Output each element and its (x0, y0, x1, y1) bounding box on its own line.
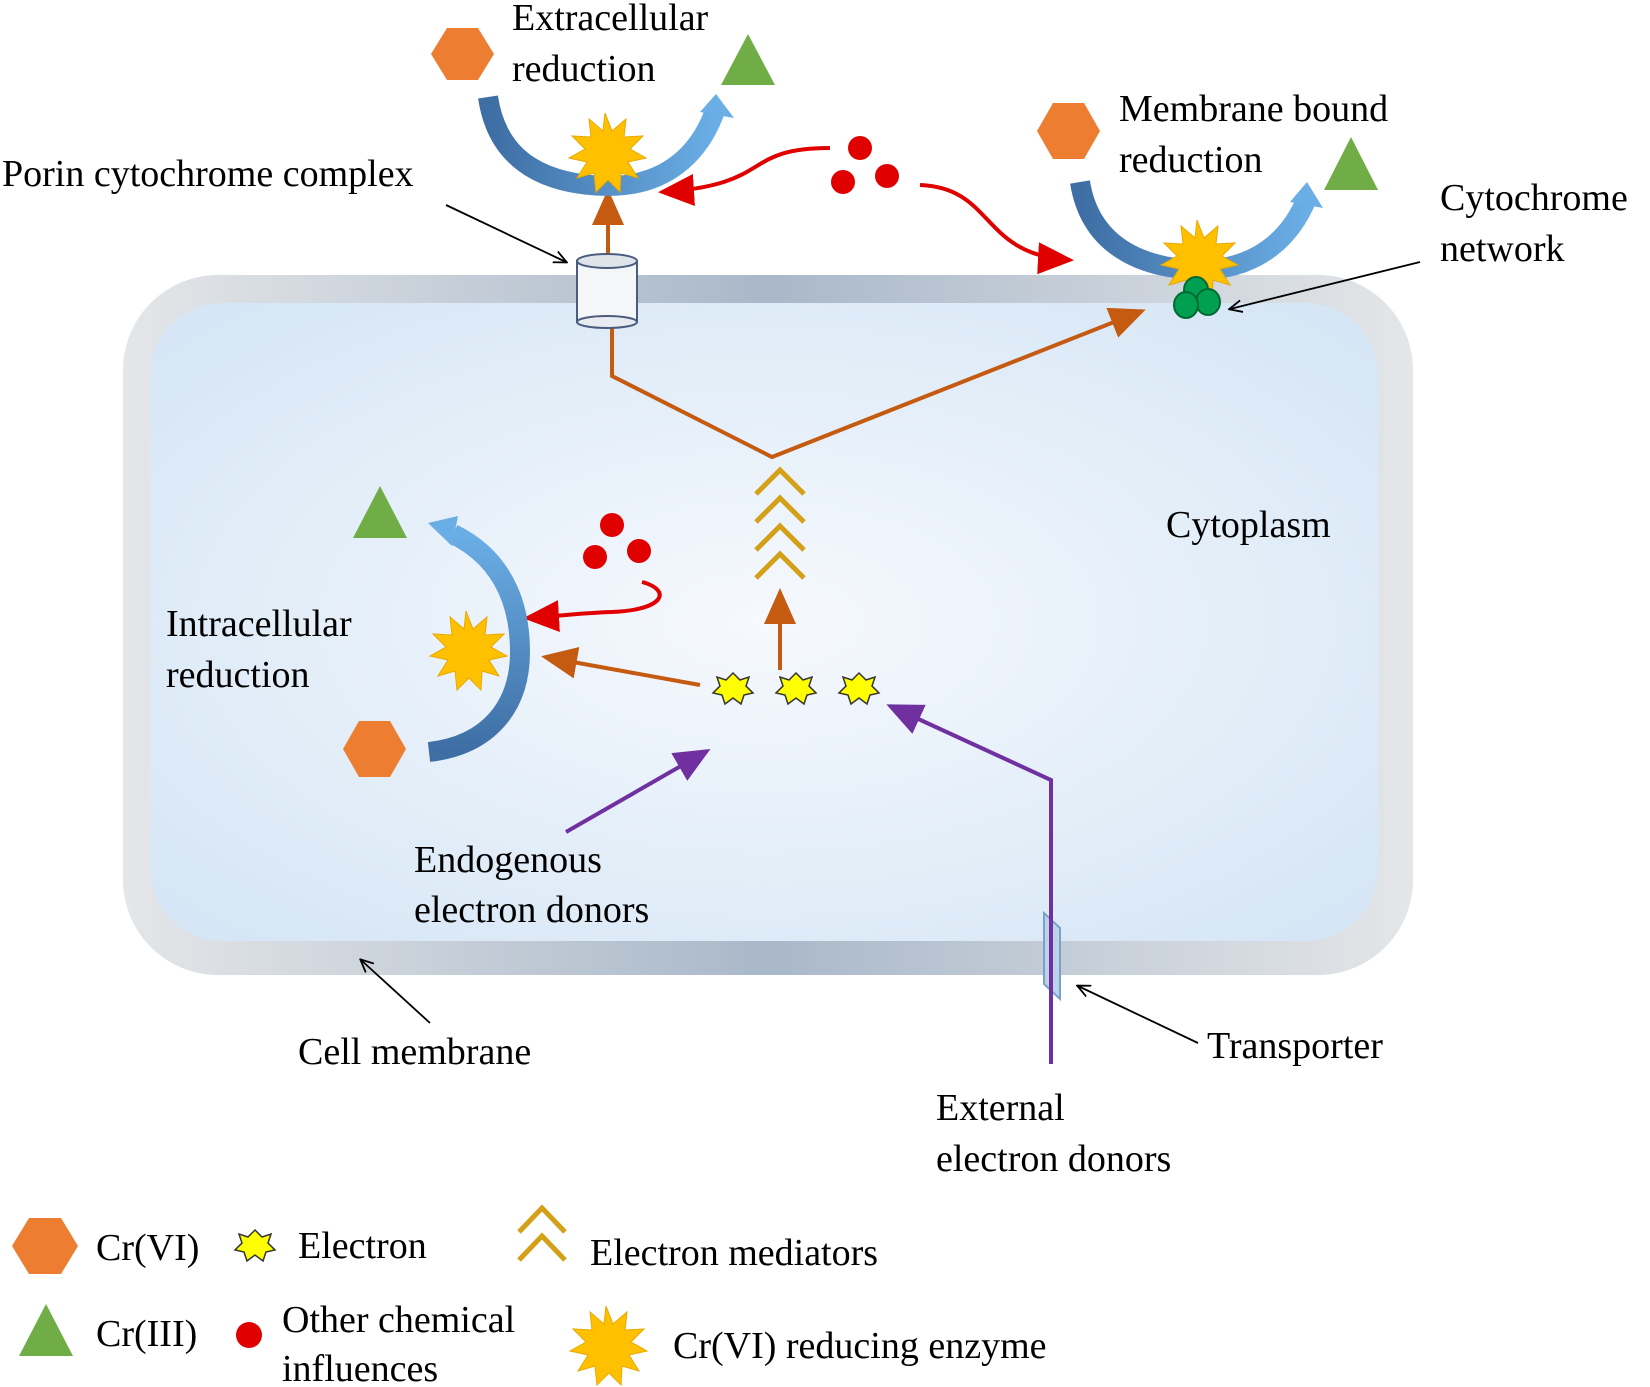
cr3-membrane-icon (1324, 137, 1378, 190)
porin-cytochrome-complex-icon (576, 253, 638, 329)
legend-enzyme-label: Cr(VI) reducing enzyme (673, 1325, 1047, 1367)
chemical-to-extracellular-arrow (658, 146, 831, 206)
cr6-intracellular-icon (343, 721, 406, 777)
electron-icon-3 (837, 671, 881, 706)
enzyme-extracellular-icon (567, 112, 648, 194)
external-label-1: External (936, 1087, 1065, 1129)
membrane-bound-label-2: reduction (1119, 139, 1263, 181)
electron-mediators-icon (754, 466, 806, 580)
legend-cr6-icon (12, 1218, 78, 1274)
chemical-to-membrane-arrow (919, 183, 1074, 275)
membrane-bound-label-1: Membrane bound (1119, 88, 1388, 130)
legend-cr3-icon (19, 1304, 73, 1356)
legend-other-label-1: Other chemical (282, 1299, 515, 1341)
transporter-pointer-arrow (1078, 986, 1199, 1044)
intracellular-arc-arrowhead (428, 516, 458, 546)
legend: Cr(VI) Electron Electron mediators Cr(II… (12, 1204, 1047, 1387)
extracellular-reduction-arc (478, 95, 726, 197)
intracellular-label-2: reduction (166, 654, 310, 696)
cr6-extracellular-icon (431, 28, 494, 80)
chemical-to-intracellular-arrow (523, 580, 662, 633)
chemical-influences-top (831, 136, 899, 194)
legend-electron-icon (233, 1228, 277, 1263)
cytochrome-label-1: Cytochrome (1440, 177, 1628, 219)
legend-cr3-label: Cr(III) (96, 1313, 197, 1355)
electron-icon-2 (774, 671, 818, 706)
legend-chemical-icon (236, 1322, 262, 1348)
legend-other-label-2: influences (282, 1348, 438, 1387)
external-label-2: electron donors (936, 1138, 1171, 1180)
extracellular-label-1: Extracellular (512, 0, 709, 39)
cell-membrane-pointer-arrow (361, 960, 431, 1024)
intracellular-label-1: Intracellular (166, 603, 352, 645)
transporter-label: Transporter (1207, 1025, 1383, 1067)
enzyme-intracellular-icon (428, 610, 509, 692)
chemical-influences-intracellular (583, 513, 651, 569)
endogenous-label-2: electron donors (414, 889, 649, 931)
legend-mediators-label: Electron mediators (590, 1232, 878, 1274)
electron-to-intracellular-arrow (541, 646, 701, 687)
cytoplasm-label: Cytoplasm (1166, 504, 1331, 546)
porin-label: Porin cytochrome complex (2, 153, 414, 195)
intracellular-reduction-arc (427, 525, 531, 762)
electron-icon-1 (711, 671, 755, 706)
endogenous-donor-arrow (565, 749, 711, 834)
extracellular-label-2: reduction (512, 48, 656, 90)
legend-cr6-label: Cr(VI) (96, 1227, 199, 1269)
cell-membrane-label: Cell membrane (298, 1031, 531, 1073)
pathway-branch-line (610, 307, 1146, 460)
membrane-arc-arrowhead (1290, 182, 1323, 208)
endogenous-label-1: Endogenous (414, 839, 602, 881)
legend-enzyme-icon (568, 1305, 649, 1387)
cytochrome-pointer-arrow (1230, 261, 1421, 309)
legend-electron-label: Electron (298, 1225, 427, 1267)
cr6-membrane-icon (1037, 103, 1100, 159)
cytochrome-label-2: network (1440, 228, 1565, 270)
cr3-extracellular-icon (721, 34, 775, 85)
porin-pointer-arrow (445, 204, 566, 262)
external-donor-arrow (886, 704, 1053, 1064)
extracellular-arc-arrowhead (700, 94, 734, 118)
cr3-intracellular-icon (353, 486, 407, 538)
cytochrome-network-icon (1173, 276, 1221, 319)
legend-mediators-icon (517, 1204, 567, 1262)
